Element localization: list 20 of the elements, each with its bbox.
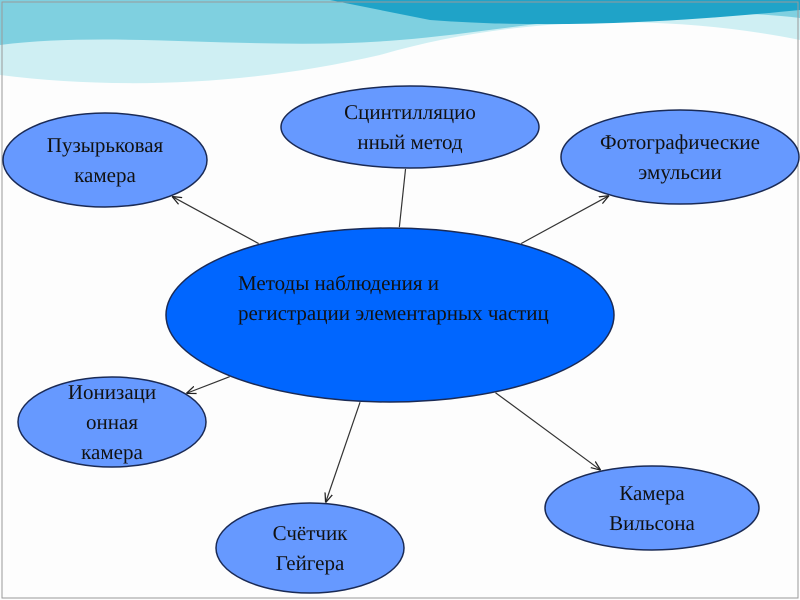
method-ellipse	[2, 112, 208, 208]
method-ellipse	[17, 376, 207, 468]
method-ellipse	[215, 502, 405, 594]
arrow	[520, 195, 610, 244]
method-ellipse	[280, 85, 540, 169]
arrow	[495, 392, 602, 471]
method-label: Фотографические эмульсии	[599, 129, 761, 186]
method-label: Ионизаци онная камера	[66, 379, 158, 466]
method-label: Пузырьковая камера	[46, 132, 164, 189]
method-label: Счётчик Гейгера	[272, 520, 348, 577]
central-title: Методы наблюдения и регистрации элементарных частиц	[238, 270, 550, 327]
arrow	[186, 376, 230, 394]
central-ellipse	[165, 227, 615, 403]
method-label: Сцинтилляцио нный метод	[343, 99, 477, 156]
arrow	[324, 402, 361, 504]
method-ellipse	[544, 465, 760, 551]
connector-line	[398, 168, 406, 228]
method-label: Камера Вильсона	[608, 480, 696, 537]
method-ellipse	[560, 109, 800, 205]
arrow	[171, 196, 259, 244]
